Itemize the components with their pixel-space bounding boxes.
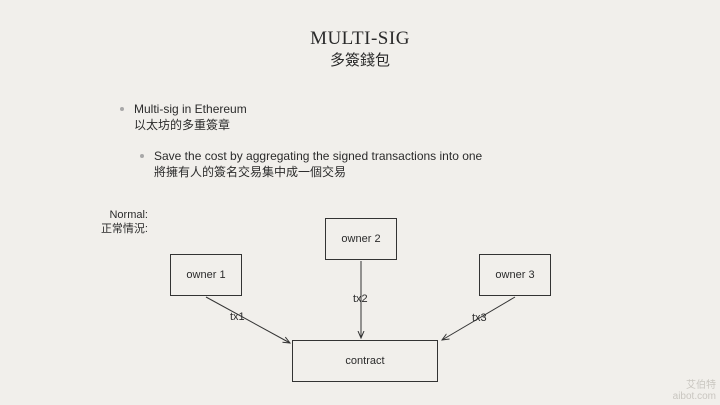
- bullet-1-text-zh: 以太坊的多重簽章: [134, 118, 231, 132]
- node-contract: contract: [292, 340, 438, 382]
- bullet-dot-icon: [120, 107, 124, 111]
- bullet-dot-icon: [140, 154, 144, 158]
- bullet-1-text: Multi-sig in Ethereum: [134, 102, 247, 116]
- bullet-2-text: Save the cost by aggregating the signed …: [154, 149, 483, 163]
- node-owner-2: owner 2: [325, 218, 397, 260]
- edge-tx3-label: tx3: [472, 312, 487, 324]
- normal-label: Normal:: [109, 209, 148, 221]
- edge-tx2-label: tx2: [353, 293, 368, 305]
- slide-subtitle: 多簽錢包: [329, 51, 390, 69]
- normal-label-zh: 正常情況:: [100, 223, 148, 235]
- edge-tx1-label: tx1: [230, 311, 245, 323]
- bullet-2-text-zh: 將擁有人的簽名交易集中成一個交易: [154, 165, 347, 179]
- node-owner-1: owner 1: [170, 254, 242, 296]
- watermark-logo: 艾伯特 aibot.com: [673, 380, 716, 402]
- edge-tx3-arrow: [442, 296, 516, 340]
- normal-case-label: Normal: 正常情況:: [90, 208, 148, 236]
- bullet-item-2: Save the cost by aggregating the signed …: [140, 148, 483, 180]
- node-owner-3: owner 3: [479, 254, 551, 296]
- slide-title: MULTI-SIG: [310, 28, 410, 49]
- watermark-line-2: aibot.com: [672, 391, 716, 402]
- watermark-line-1: 艾伯特: [686, 380, 716, 391]
- edge-tx1-arrow: [205, 296, 290, 343]
- bullet-item-1: Multi-sig in Ethereum 以太坊的多重簽章: [120, 101, 247, 133]
